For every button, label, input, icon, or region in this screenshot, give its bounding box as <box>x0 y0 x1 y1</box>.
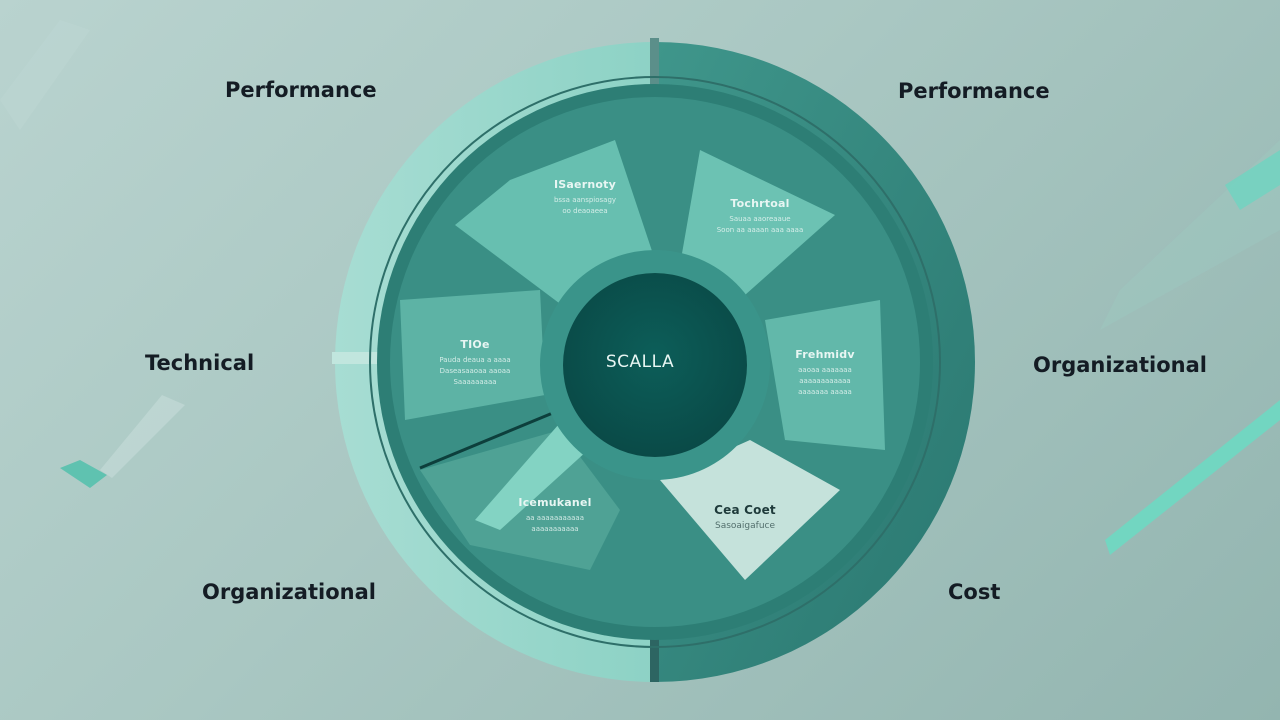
bg-stripe-left <box>100 395 185 478</box>
label-performance-left: Performance <box>225 78 377 102</box>
segment-bottom-left-title: Icemukanel <box>518 496 592 509</box>
center-hub <box>563 273 747 457</box>
segment-top-right-desc-1: Sauaa aaoreaaue <box>729 215 791 223</box>
segment-right-shape <box>765 300 885 450</box>
bg-accent-left <box>60 460 107 488</box>
segment-top-title: ISaernoty <box>554 178 616 191</box>
segment-top-desc-1: bssa aanspiosagy <box>553 196 617 204</box>
bg-stripe-top-left <box>0 20 90 130</box>
segment-top-right-desc-2: Soon aa aaaan aaa aaaa <box>716 226 804 234</box>
label-technical: Technical <box>145 351 255 375</box>
segment-bottom-left-desc-2: aaaaaaaaaaa <box>531 525 579 533</box>
label-organizational-right: Organizational <box>1033 353 1207 377</box>
label-organizational-left: Organizational <box>202 580 376 604</box>
segment-top-desc-2: oo deaoaeea <box>562 207 608 215</box>
segment-right-title: Frehmidv <box>795 348 855 361</box>
segment-shadow-line <box>419 408 561 470</box>
bg-stripe-bottom-right <box>1105 400 1280 555</box>
center-label: SCALLA <box>605 352 675 372</box>
segment-top-right-title: Tochrtoal <box>730 197 790 210</box>
segment-left[interactable]: TIOe Pauda deaua a aaaa Daseasaaoaa aaoa… <box>420 338 530 388</box>
segment-left-desc-1: Pauda deaua a aaaa <box>439 356 511 364</box>
segment-right[interactable]: Frehmidv aaoaa aaaaaaa aaaaaaaaaaaa aaaa… <box>775 348 875 398</box>
segment-top-right[interactable]: Tochrtoal Sauaa aaoreaaue Soon aa aaaan … <box>700 197 820 236</box>
segment-bottom-right[interactable]: Cea Coet Sasoaigafuce <box>695 503 795 532</box>
segment-left-desc-3: Saaaaaaaaa <box>453 378 497 386</box>
segment-right-desc-3: aaaaaaa aaaaa <box>798 388 852 396</box>
segment-bottom-left[interactable]: Icemukanel aa aaaaaaaaaaa aaaaaaaaaaa <box>505 496 605 535</box>
segment-bottom-right-title: Cea Coet <box>714 503 776 517</box>
ring-groove <box>369 76 941 648</box>
segment-left-desc-2: Daseasaaoaa aaoaa <box>439 367 511 375</box>
segment-top-right-shape <box>680 150 835 295</box>
label-performance-right: Performance <box>898 79 1050 103</box>
segment-right-desc-2: aaaaaaaaaaaa <box>799 377 851 385</box>
segment-right-desc-1: aaoaa aaaaaaa <box>798 366 852 374</box>
segment-bottom-right-shape <box>660 440 840 580</box>
label-cost: Cost <box>948 580 1001 604</box>
segment-left-shape <box>400 290 545 420</box>
segment-bottom-left-desc-1: aa aaaaaaaaaaa <box>526 514 584 522</box>
segment-left-title: TIOe <box>460 338 490 351</box>
segment-bottom-right-desc-1: Sasoaigafuce <box>714 521 776 531</box>
segment-top[interactable]: ISaernoty bssa aanspiosagy oo deaoaeea <box>535 178 635 217</box>
bg-accent-top-right <box>1225 150 1280 210</box>
